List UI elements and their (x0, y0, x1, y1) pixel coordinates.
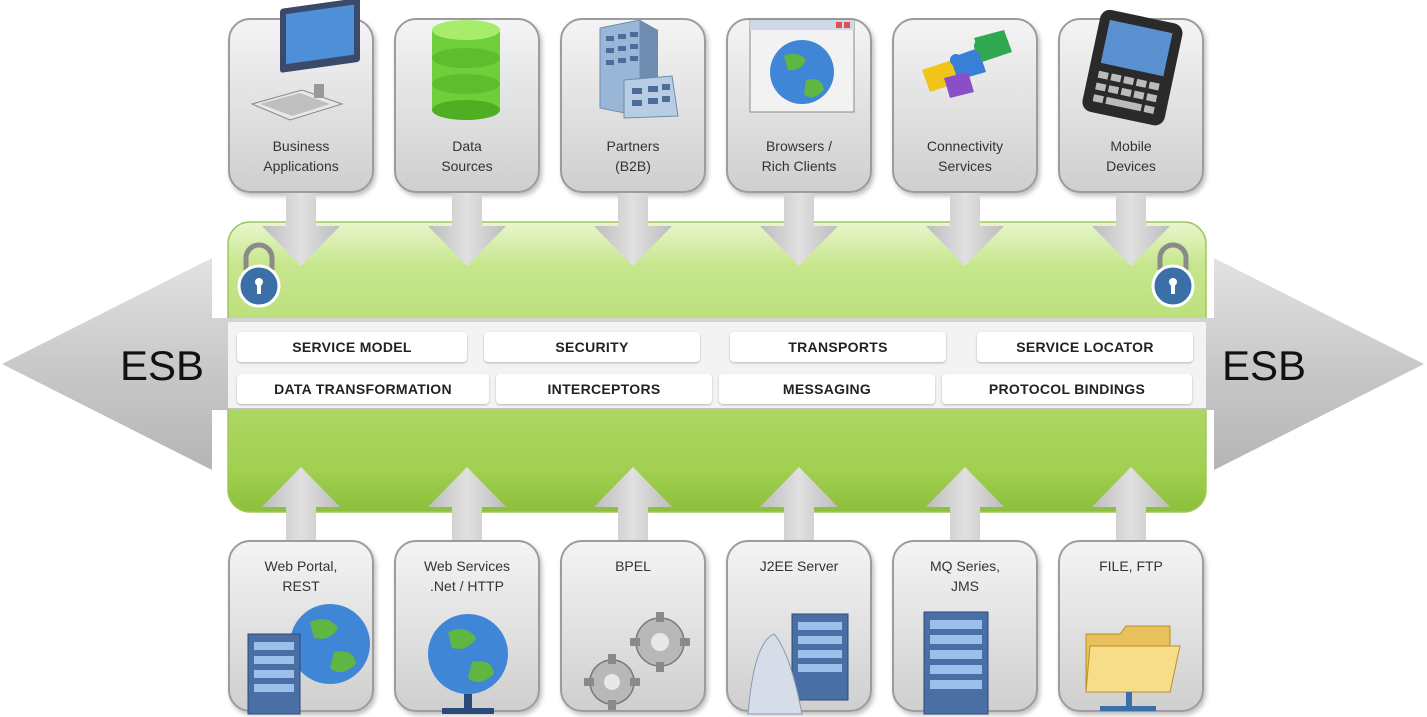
provider-tile-web-portal: Web Portal, REST (228, 540, 374, 715)
capability-transports: TRANSPORTS (730, 332, 946, 362)
database-icon (432, 20, 500, 120)
provider-tile-mq-series: MQ Series, JMS (892, 540, 1038, 715)
provider-tile-web-services: Web Services .Net / HTTP (394, 540, 540, 714)
gears-icon (584, 612, 690, 710)
consumer-tile-connectivity: Connectivity Services (892, 18, 1038, 193)
provider-tile-file-ftp: FILE, FTP (1058, 540, 1204, 712)
consumer-tile-partners: Partners (B2B) (560, 18, 706, 193)
j2ee-server-icon (747, 613, 849, 715)
capability-messaging: MESSAGING (719, 374, 935, 404)
capability-security: SECURITY (484, 332, 700, 362)
consumer-label: Connectivity Services (926, 138, 1004, 174)
provider-label: FILE, FTP (1099, 558, 1163, 574)
provider-label: BPEL (615, 558, 651, 574)
consumer-tile-data-sources: Data Sources (394, 18, 540, 193)
consumer-label: Business Applications (263, 138, 339, 174)
esb-label-right: ESB (1222, 342, 1307, 389)
capability-data-transformation: DATA TRANSFORMATION (237, 374, 489, 404)
folder-network-icon (1085, 625, 1181, 711)
provider-label: Web Services .Net / HTTP (423, 558, 511, 594)
network-globe-icon (428, 614, 508, 714)
server-rack-icon (923, 611, 989, 715)
capability-protocol-bindings: PROTOCOL BINDINGS (942, 374, 1192, 404)
provider-tile-j2ee: J2EE Server (726, 540, 872, 715)
esb-label-left: ESB (120, 342, 205, 389)
consumer-label: Browsers / Rich Clients (761, 138, 837, 174)
consumer-label: Mobile Devices (1106, 138, 1156, 174)
capability-service-model: SERVICE MODEL (237, 332, 467, 362)
capability-interceptors: INTERCEPTORS (496, 374, 712, 404)
consumer-tile-browsers: Browsers / Rich Clients (726, 18, 872, 193)
browser-globe-icon (749, 19, 855, 113)
office-building-icon (599, 19, 679, 119)
consumer-tile-business-applications: Business Applications (228, 0, 374, 193)
consumer-label: Partners (B2B) (606, 138, 660, 174)
consumer-label: Data Sources (441, 138, 493, 174)
server-globe-icon (247, 604, 370, 715)
desktop-computer-icon (250, 0, 360, 121)
provider-label: MQ Series, JMS (929, 558, 1000, 594)
mobile-device-icon (1082, 9, 1183, 126)
provider-label: J2EE Server (759, 558, 839, 574)
capability-service-locator: SERVICE LOCATOR (977, 332, 1193, 362)
provider-label: Web Portal, REST (264, 558, 338, 594)
provider-tile-bpel: BPEL (560, 540, 706, 712)
puzzle-pieces-icon (922, 30, 1012, 98)
consumer-tile-mobile: Mobile Devices (1058, 9, 1204, 193)
